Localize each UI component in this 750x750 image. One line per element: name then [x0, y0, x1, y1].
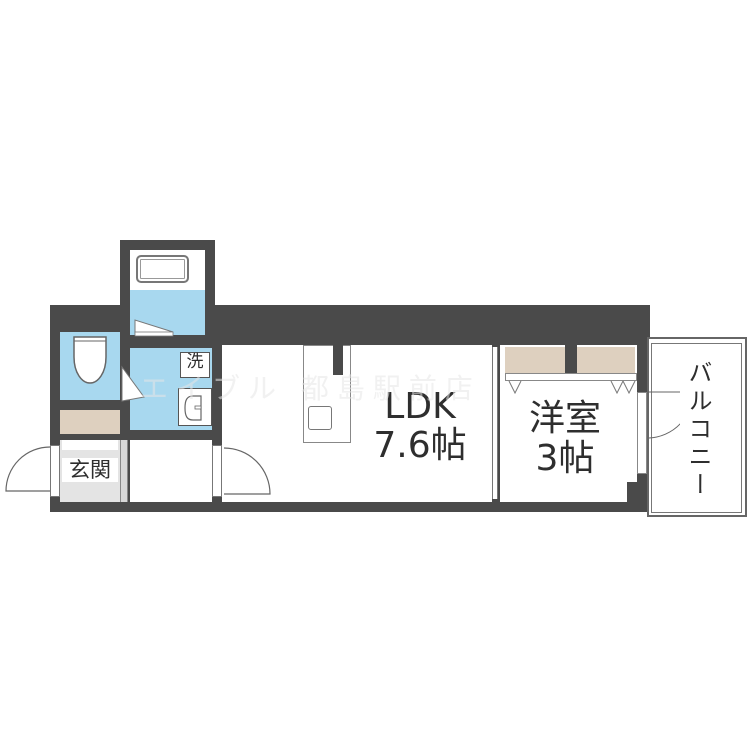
hallway-partition: [120, 440, 128, 502]
kitchen-counter: [303, 345, 351, 443]
entrance-step-line: [62, 440, 118, 450]
sliding-partition: [492, 347, 498, 499]
washer-label: 洗: [186, 352, 204, 372]
ldk-name-label: LDK: [384, 386, 456, 427]
ldk-door-swing-icon: [223, 447, 271, 495]
closet-rail: [505, 373, 637, 381]
hallway: [130, 440, 212, 502]
balcony-inner-rail: [651, 343, 742, 513]
closet-door-icon: [508, 380, 636, 395]
toilet-icon: [73, 336, 107, 384]
front-door-frame: [50, 445, 60, 497]
hallway-wall-stub: [170, 432, 250, 440]
ldk-door-frame: [212, 445, 222, 497]
washer-spot: [180, 352, 210, 378]
toilet-door-icon: [121, 365, 145, 402]
closet-right: [577, 347, 635, 373]
kitchen-wall-pillar: [333, 345, 343, 375]
kitchen-sink-icon: [308, 406, 332, 430]
bathtub-icon: [136, 255, 189, 283]
western-room-pillar: [627, 482, 650, 512]
bath-door-icon: [134, 319, 174, 337]
western-room-name-label: 洋室: [528, 398, 601, 439]
balcony-label: バルコニー: [680, 360, 712, 500]
closet-divider: [565, 345, 577, 373]
shoe-storage: [60, 410, 120, 434]
entrance-label: 玄関: [62, 458, 118, 483]
balcony-window: [637, 392, 647, 474]
front-door-swing-icon: [5, 446, 51, 492]
closet-left: [505, 347, 565, 373]
washbasin-icon: [184, 395, 202, 421]
watermark: エイブル 都島駅前店: [140, 372, 481, 405]
western-room-size-label: 3帖: [535, 438, 595, 479]
ldk-size-label: 7.6帖: [373, 425, 467, 466]
